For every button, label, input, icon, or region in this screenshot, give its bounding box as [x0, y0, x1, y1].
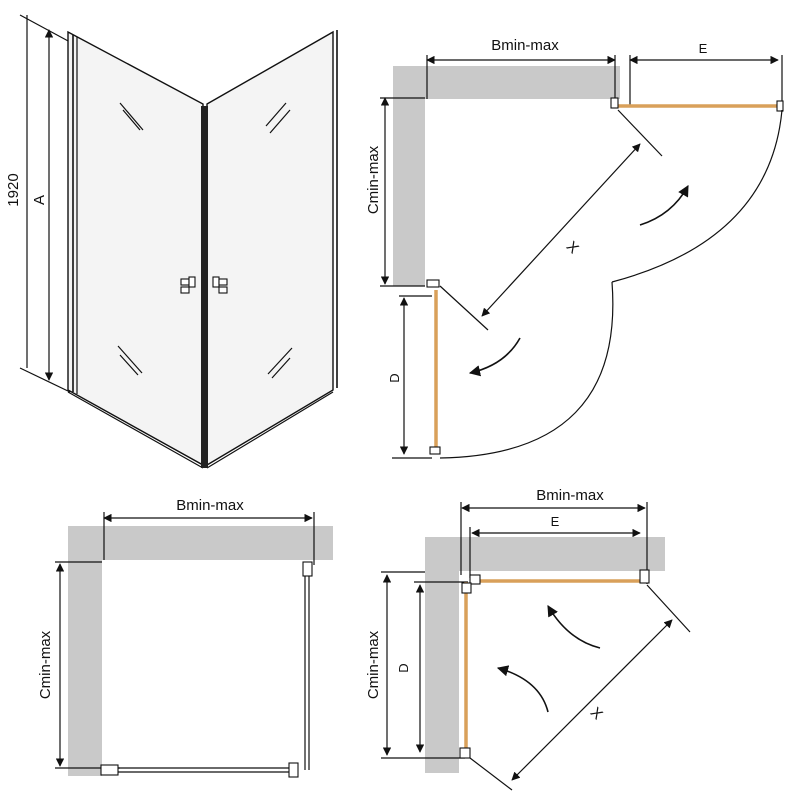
reflection-mark — [267, 347, 293, 375]
hinge-icon — [100, 764, 119, 776]
width-label: Bmin-max — [491, 37, 559, 54]
plan-bottom-right: Bmin-max E Cmin-max D X — [365, 487, 691, 791]
a-dimension-label: A — [31, 195, 48, 205]
rotation-arrow-icon — [639, 185, 689, 226]
diagonal-dimension-line — [481, 143, 641, 317]
reflection-mark — [269, 109, 291, 134]
plan-top-right: Bmin-max E Cmin-max D X — [365, 37, 784, 459]
center-door-seal — [201, 106, 208, 468]
rotation-arrow-icon — [547, 605, 601, 649]
door-handle-left — [180, 276, 196, 294]
door-swing-arc-top — [611, 109, 783, 283]
wall-back — [393, 66, 620, 99]
height-ext-top — [19, 14, 71, 43]
hinge-icon — [469, 574, 481, 585]
shower-3d-view: 1920 A — [5, 14, 338, 469]
depth-label: Cmin-max — [37, 630, 54, 699]
right-panel-bottom — [206, 391, 334, 469]
height-ext-bottom — [19, 367, 71, 393]
door-swing-arc-left — [439, 281, 614, 459]
hinge-icon — [610, 97, 619, 109]
hinge-icon — [288, 762, 299, 778]
door-width-label: D — [396, 663, 411, 672]
right-glass-panel — [206, 30, 334, 467]
wall-back — [68, 526, 333, 560]
door-open-edge — [617, 109, 663, 157]
hinge-icon — [302, 561, 313, 577]
diagonal-label: X — [563, 238, 582, 257]
height-value-label: 1920 — [5, 173, 22, 206]
hinge-icon — [429, 446, 441, 455]
wall-back — [425, 537, 665, 571]
depth-label: Cmin-max — [365, 630, 382, 699]
wall-side — [425, 537, 459, 773]
width-label: Bmin-max — [536, 487, 604, 504]
diagonal-label: X — [587, 704, 606, 723]
reflection-mark — [122, 109, 141, 131]
reflection-mark — [265, 102, 287, 127]
reflection-mark — [119, 102, 144, 131]
left-panel-bottom — [67, 391, 204, 469]
rotation-arrow-icon — [468, 337, 521, 377]
door-open-edge — [469, 757, 513, 791]
depth-label: Cmin-max — [365, 145, 382, 214]
left-glass-panel — [67, 30, 204, 467]
reflection-mark — [119, 354, 139, 376]
hinge-icon — [461, 582, 472, 594]
door-open-edge — [646, 584, 691, 633]
wall-side — [68, 526, 102, 776]
reflection-mark — [271, 357, 291, 379]
hinge-icon — [776, 100, 784, 112]
hinge-icon — [639, 569, 650, 584]
extension-label: E — [699, 41, 708, 56]
hinge-icon — [459, 747, 471, 759]
door-handle-right — [212, 276, 228, 294]
door-open-edge — [439, 285, 489, 331]
diagonal-dimension-line — [511, 619, 673, 781]
door-width-label: D — [387, 373, 402, 382]
rotation-arrow-icon — [496, 665, 549, 713]
hinge-icon — [426, 279, 440, 288]
plan-bottom-left: Bmin-max Cmin-max — [37, 497, 333, 778]
extension-label: E — [551, 514, 560, 529]
reflection-mark — [117, 345, 143, 374]
width-label: Bmin-max — [176, 497, 244, 514]
wall-side — [393, 66, 425, 286]
